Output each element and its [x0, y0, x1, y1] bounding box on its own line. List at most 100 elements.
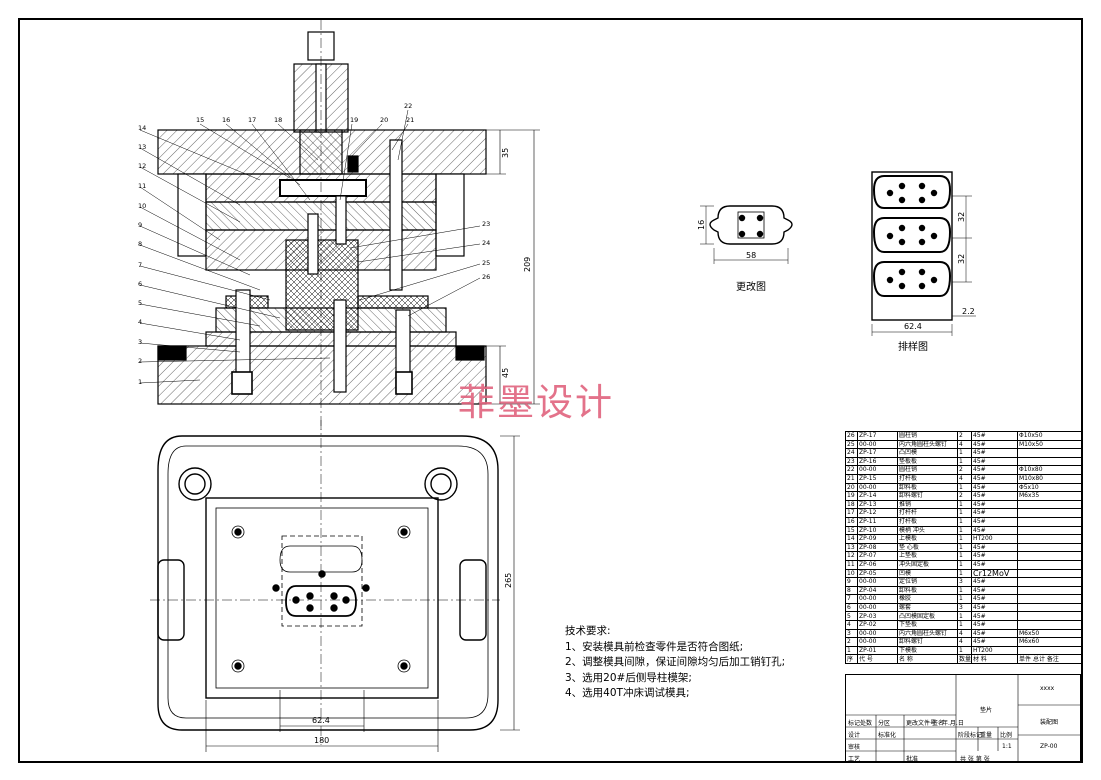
bom-cell: 19	[845, 491, 858, 501]
bom-cell: 冲头固定板	[897, 559, 958, 570]
bom-cell: ZP-03	[857, 611, 898, 622]
bom-cell: 00-00	[857, 637, 898, 647]
part-no-9: 9	[138, 221, 142, 229]
tb-role-check: 审核	[848, 744, 861, 751]
bom-cell: 45#	[971, 628, 1018, 639]
bom-cell: 18	[845, 499, 858, 510]
tb-date: 年.月.日	[942, 720, 964, 727]
bom-cell: 下模板	[897, 645, 958, 656]
tb-role-approve: 批准	[906, 756, 919, 763]
part-no-17: 17	[248, 116, 256, 124]
bom-cell	[1017, 602, 1082, 613]
bom-cell: 45#	[971, 491, 1018, 501]
bom-cell: 45#	[971, 594, 1018, 604]
bom-cell: ZP-07	[857, 551, 898, 561]
bom-cell: ZP-15	[857, 473, 898, 484]
bom-cell: HT200	[971, 534, 1018, 544]
bom-cell: 45#	[971, 456, 1018, 467]
tb-scale-label: 比例	[1000, 732, 1013, 739]
part-no-7: 7	[138, 261, 142, 269]
bom-cell: 1	[957, 620, 972, 630]
bom-cell: M10x50	[1017, 439, 1082, 450]
bom-cell: 1	[957, 482, 972, 493]
bom-cell: 定位销	[897, 577, 958, 587]
bom-cell: 卸料板	[897, 585, 958, 596]
bom-cell: 00-00	[857, 602, 898, 613]
bom-cell: 4	[957, 439, 972, 450]
bom-cell: 20	[845, 482, 858, 493]
part-no-10: 10	[138, 202, 146, 210]
bom-cell: 45#	[971, 585, 1018, 596]
tech-note-4: 4、选用40T冲床调试模具;	[565, 687, 690, 699]
bom-cell: 12	[845, 551, 858, 561]
bom-cell	[1017, 448, 1082, 458]
tb-role-design: 设计	[848, 732, 861, 739]
bom-cell	[1017, 559, 1082, 570]
bom-header-code: 代 号	[857, 654, 898, 665]
dim-part-width: 58	[746, 251, 756, 260]
technical-requirements: 技术要求: 1、安装模具前检查零件是否符合图纸; 2、调整模具间隙，保证间隙均匀…	[565, 624, 785, 702]
bom-cell: 45#	[971, 465, 1018, 475]
bom-cell: ZP-12	[857, 508, 898, 518]
part-numbers: 14 13 12 11 10 9 8 7 6 5 4 3 2 1 15 16 1…	[138, 102, 490, 386]
title-block: xxxx 垫片 装配图 ZP-00 1:1 标记 处数 分区 更改文件号 签名 …	[845, 674, 1082, 763]
part-no-14: 14	[138, 124, 146, 132]
leader-lines	[139, 109, 481, 384]
bom-header-row: 序 代 号 名 称 数量 材 料 单件 总计 备注	[845, 654, 1082, 665]
bom-cell: M6x50	[1017, 628, 1082, 639]
bom-cell: M6x35	[1017, 491, 1082, 501]
dim-bottom-plate: 45	[501, 368, 510, 378]
front-section-view	[157, 20, 487, 430]
bom-header-unit: 单件	[1019, 655, 1032, 663]
dim-plan-height: 265	[504, 573, 513, 588]
bom-cell	[1017, 551, 1082, 561]
dim-strip-width: 62.4	[904, 322, 922, 331]
bom-header-material: 材 料	[971, 654, 1018, 665]
bom-header-note: 备注	[1046, 655, 1059, 663]
bom-cell: 4	[845, 620, 858, 630]
tb-role-process: 工艺	[848, 756, 861, 763]
bom-cell: 45#	[971, 508, 1018, 518]
bom-cell: 1	[957, 525, 972, 536]
tb-scale: 1:1	[1002, 743, 1012, 750]
part-no-15: 15	[196, 116, 204, 124]
bom-cell: ZP-01	[857, 645, 898, 656]
bom-cell: 2	[845, 637, 858, 647]
bom-cell	[1017, 620, 1082, 630]
bom-cell	[1017, 585, 1082, 596]
bom-cell	[1017, 456, 1082, 467]
dim-strip-pitch2: 32	[957, 254, 966, 264]
part-no-21: 21	[406, 116, 414, 124]
part-no-18: 18	[274, 116, 282, 124]
bom-cell: ZP-06	[857, 559, 898, 570]
bom-cell: Cr12MoV	[971, 568, 1018, 579]
bom-cell: ZP-10	[857, 525, 898, 536]
bom-cell: Φ10x80	[1017, 465, 1082, 475]
bom-cell: 45#	[971, 516, 1018, 527]
tb-role-std: 标准化	[878, 732, 897, 739]
bom-cell: 24	[845, 448, 858, 458]
tb-weight: 重量	[980, 732, 993, 739]
bom-cell: 下垫板	[897, 620, 958, 630]
bom-cell: 3	[845, 628, 858, 639]
bom-cell: 卸料螺钉	[897, 491, 958, 501]
bom-cell: 1	[957, 516, 972, 527]
bom-cell: ZP-14	[857, 491, 898, 501]
bom-cell: 1	[957, 542, 972, 553]
dim-part-height: 16	[697, 220, 706, 230]
bom-cell: 打杆板	[897, 516, 958, 527]
